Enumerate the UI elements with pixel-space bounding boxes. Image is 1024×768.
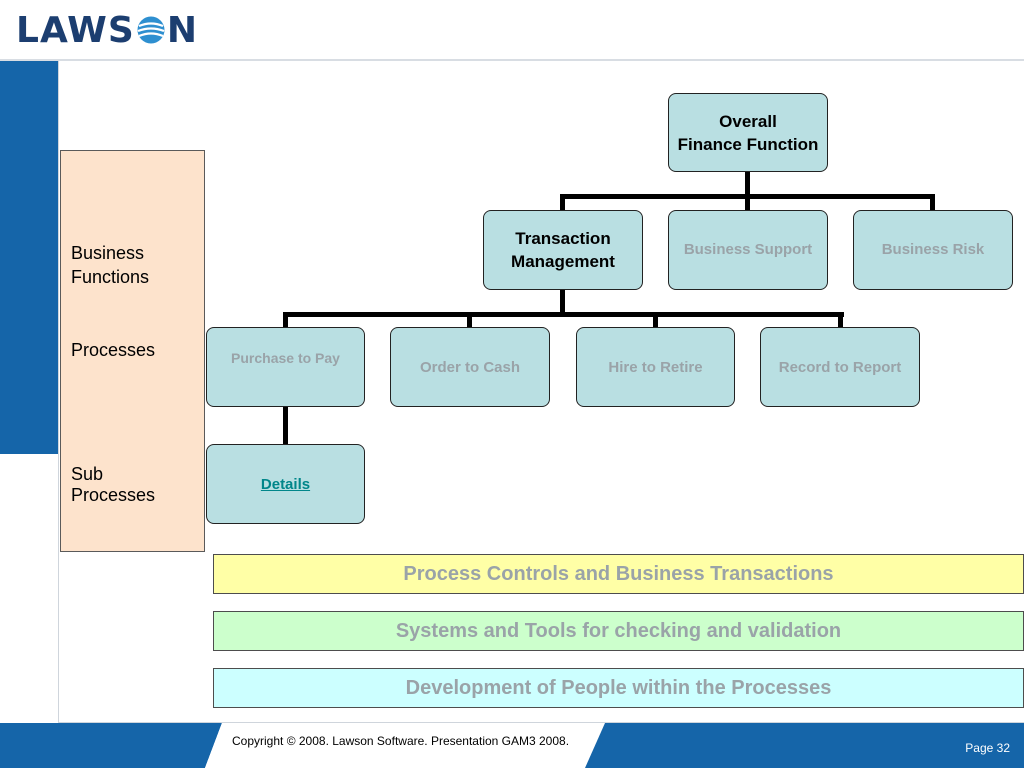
page-number: Page 32 [965,741,1010,755]
node-hire-to-retire: Hire to Retire [576,327,735,407]
node-transaction-line1: Transaction [515,229,611,248]
node-business-support-label: Business Support [683,241,813,258]
node-hire-to-retire-label: Hire to Retire [608,358,703,376]
lawson-logo: LAWS N [16,9,198,51]
connector-to-risk [930,194,935,211]
frame-bottom-line [58,722,1024,723]
connector-to-p2p [283,312,288,328]
level-label-panel: Business Functions Processes Sub Process… [60,150,205,552]
node-record-to-report: Record to Report [760,327,920,407]
node-root-line1: Overall [719,111,777,131]
node-business-support: Business Support [668,210,828,290]
node-overall-finance-function: Overall Finance Function [668,93,828,172]
node-order-to-cash: Order to Cash [390,327,550,407]
frame-left-line [58,61,59,723]
node-transaction-management: Transaction Management [483,210,643,290]
logo-text-right: N [166,9,198,51]
connector-to-r2r [838,312,843,328]
node-purchase-to-pay-label: Purchase to Pay [231,350,340,366]
globe-icon [137,16,165,44]
node-record-to-report-label: Record to Report [778,358,902,376]
left-accent-band [0,61,58,454]
node-business-risk: Business Risk [853,210,1013,290]
connector-to-o2c [467,312,472,328]
footer-bar [0,723,1024,768]
node-order-to-cash-label: Order to Cash [419,358,521,376]
band-development-people: Development of People within the Process… [213,668,1024,708]
node-business-risk-label: Business Risk [881,241,985,258]
label-sub-processes: Sub Processes [71,464,156,505]
connector-root-down [745,171,750,197]
band-process-controls: Process Controls and Business Transactio… [213,554,1024,594]
logo-text-left: LAWS [16,9,135,51]
details-link[interactable]: Details [260,476,311,493]
band-development-people-label: Development of People within the Process… [405,676,832,699]
header-divider [0,59,1024,61]
connector-to-h2r [653,312,658,328]
node-root-line2: Finance Function [677,134,819,154]
band-systems-tools-label: Systems and Tools for checking and valid… [395,619,842,642]
connector-to-transaction [560,194,565,211]
copyright-text: Copyright © 2008. Lawson Software. Prese… [232,734,570,748]
connector-transaction-down [560,288,565,315]
connector-processes-bar [283,312,844,317]
label-business-functions: Business Functions [71,243,150,287]
band-systems-tools: Systems and Tools for checking and valid… [213,611,1024,651]
node-details[interactable]: Details [206,444,365,524]
connector-p2p-to-details [283,406,288,445]
connector-to-support [745,194,750,211]
label-processes: Processes [71,340,156,360]
node-transaction-line2: Management [511,252,615,271]
band-process-controls-label: Process Controls and Business Transactio… [403,562,834,585]
node-purchase-to-pay: Purchase to Pay [206,327,365,407]
